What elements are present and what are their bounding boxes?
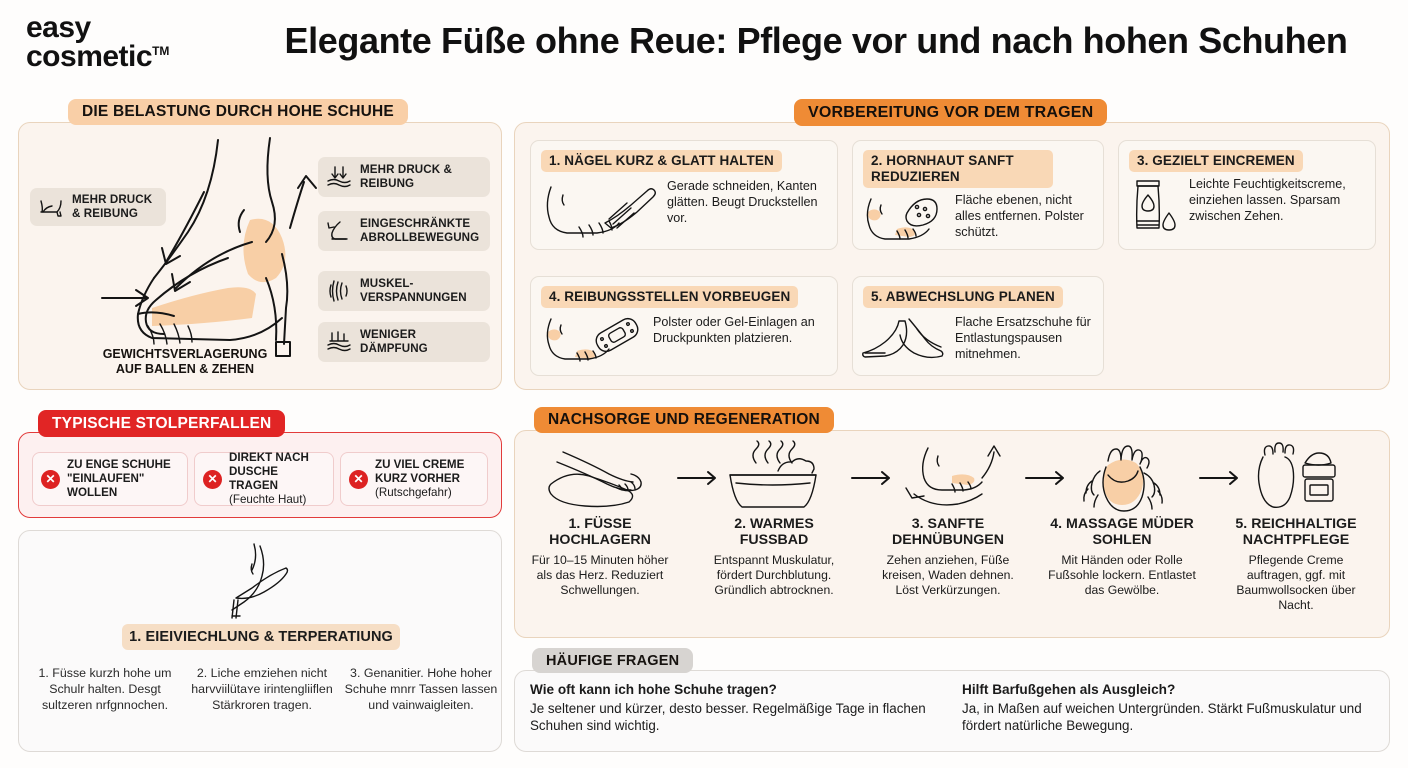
- foot-roll-icon: [327, 221, 348, 240]
- legs-elevated-icon: [548, 451, 642, 508]
- faq-panel-badge: HÄUFIGE FRAGEN: [532, 648, 694, 673]
- cream-tube-icon: [1135, 180, 1176, 231]
- aftercare-step-5-title: 5. REICHHALTIGE NACHTPFLEGE: [1235, 516, 1357, 549]
- chip-pressure-friction: MEHR DRUCK &REIBUNG: [318, 157, 490, 197]
- aftercare-step-5-desc: Pflegende Creme auftragen, ggf. mit Baum…: [1236, 552, 1356, 613]
- foot-cream-jar-icon: [1257, 442, 1336, 508]
- foot-bath-icon: [729, 440, 817, 508]
- flow-arrow-2-icon: [851, 471, 890, 485]
- weight-shift-line-1: GEWICHTSVERLAGERUNG: [102, 347, 268, 361]
- flow-arrow-4-icon: [1199, 471, 1238, 485]
- x-circle-icon: ✕: [41, 469, 60, 489]
- prep-card-1-title: 1. NÄGEL KURZ & GLATT HALTEN: [541, 150, 782, 173]
- x-circle-icon: ✕: [203, 469, 222, 489]
- prep-card-5-title: 5. ABWECHSLUNG PLANEN: [863, 286, 1063, 309]
- preparation-panel-badge: VORBEREITUNG VOR DEM TRAGEN: [794, 99, 1108, 126]
- chip-r1-label: MEHR DRUCK &REIBUNG: [360, 163, 453, 190]
- pressure-arrow-icon: [327, 166, 351, 188]
- pitfall-item-3: ✕ ZU VIEL CREME KURZ VORHER(Rutschgefahr…: [340, 452, 488, 506]
- prep-card-4-text: Polster oder Gel-Einlagen an Druckpunkte…: [653, 315, 815, 345]
- page-title: Elegante Füße ohne Reue: Pflege vor und …: [284, 20, 1348, 61]
- cushion-icon: [327, 331, 351, 352]
- aftercare-step-3: 3. SANFTE DEHNÜBUNGEN Zehen anziehen, Fü…: [872, 440, 1024, 598]
- aftercare-panel-badge: NACHSORGE UND REGENERATION: [534, 407, 834, 433]
- pitfall-item-2: ✕ DIREKT NACH DUSCHE TRAGEN(Feuchte Haut…: [194, 451, 334, 506]
- flow-arrow-3-icon: [1025, 471, 1064, 485]
- page-header: easy cosmeticTM Elegante Füße ohne Reue:…: [0, 0, 1408, 92]
- prep-card-5-text: Flache Ersatzschuhe für Entlastungspause…: [955, 315, 1091, 361]
- misc-column-2: 2. Liche emziehen nicht harvviilütaʏe ir…: [191, 666, 333, 712]
- aftercare-step-5: 5. REICHHALTIGE NACHTPFLEGE Pflegende Cr…: [1220, 440, 1372, 614]
- aftercare-step-3-title: 3. SANFTE DEHNÜBUNGEN: [892, 516, 1004, 549]
- prep-card-4: 4. REIBUNGSSTELLEN VORBEUGEN Polster ode…: [530, 276, 838, 376]
- misc-column-1: 1. Füsse kurzh hohe um Schulr halten. De…: [38, 666, 172, 712]
- pitfalls-panel-badge: TYPISCHE STOLPERFALLEN: [38, 410, 286, 437]
- brand-line-1: easy: [26, 11, 91, 44]
- x-circle-icon: ✕: [349, 469, 368, 489]
- weight-shift-caption: GEWICHTSVERLAGERUNG AUF BALLEN & ZEHEN: [50, 347, 320, 377]
- stress-panel-badge: DIE BELASTUNG DURCH HOHE SCHUHE: [68, 99, 408, 125]
- flow-arrow-1-icon: [677, 471, 716, 485]
- prep-card-2-title: 2. HORNHAUT SANFT REDUZIEREN: [863, 150, 1053, 189]
- prep-card-4-title: 4. REIBUNGSSTELLEN VORBEUGEN: [541, 286, 799, 309]
- foot-nail-file-icon: [546, 186, 656, 238]
- weight-shift-line-2: AUF BALLEN & ZEHEN: [115, 361, 255, 376]
- brand-trademark: TM: [152, 43, 170, 58]
- aftercare-step-3-desc: Zehen anziehen, Füße kreisen, Waden dehn…: [882, 552, 1014, 598]
- aftercare-step-2-title: 2. WARMES FUSSBAD: [734, 516, 814, 549]
- chip-pressure-friction-left: MEHR DRUCK& REIBUNG: [30, 188, 166, 226]
- aftercare-step-1-title: 1. FÜSSE HOCHLAGERN: [549, 516, 651, 549]
- faq-item-2-answer: Ja, in Maßen auf weichen Untergründen. S…: [962, 701, 1362, 734]
- prep-card-3-text: Leichte Feuchtigkeitscreme, einziehen la…: [1189, 177, 1346, 223]
- faq-panel: [514, 670, 1390, 752]
- misc-column-3: 3. Genanitier. Hohe hoher Schuhe mnrr Ta…: [344, 666, 498, 712]
- brand-line-2: cosmetic: [26, 39, 153, 73]
- pitfall-item-2-label: DIREKT NACH DUSCHE TRAGEN(Feuchte Haut): [229, 451, 309, 506]
- foot-massage-hands-icon: [1083, 445, 1163, 512]
- aftercare-step-2-desc: Entspannt Muskulatur, fördert Durchblutu…: [713, 552, 835, 598]
- prep-card-2: 2. HORNHAUT SANFT REDUZIEREN Fläche eben…: [852, 140, 1104, 250]
- prep-card-3-title: 3. GEZIELT EINCREMEN: [1129, 150, 1303, 173]
- faq-item-1: Wie oft kann ich hohe Schuhe tragen? Je …: [530, 682, 950, 735]
- aftercare-step-4-desc: Mit Händen oder Rolle Fußsohle lockern. …: [1048, 552, 1196, 598]
- aftercare-panel: [514, 430, 1390, 638]
- faq-item-2-question: Hilft Barfußgehen als Ausgleich?: [962, 682, 1176, 697]
- faq-item-1-question: Wie oft kann ich hohe Schuhe tragen?: [530, 682, 777, 697]
- muscle-icon: [329, 280, 348, 302]
- pitfall-item-1: ✕ ZU ENGE SCHUHE "EINLAUFEN" WOLLEN: [32, 452, 188, 506]
- chip-muscle-tension: MUSKEL-VERSPANNUNGEN: [318, 271, 490, 311]
- foot-stretch-icon: [905, 445, 1001, 506]
- foot-plaster-icon: [546, 317, 639, 362]
- prep-card-3: 3. GEZIELT EINCREMEN Leichte Feuchtigkei…: [1118, 140, 1376, 250]
- aftercare-step-4-title: 4. MASSAGE MÜDER SOHLEN: [1050, 516, 1194, 549]
- aftercare-step-1: 1. FÜSSE HOCHLAGERN Für 10–15 Minuten hö…: [524, 440, 676, 598]
- aftercare-step-2: 2. WARMES FUSSBAD Entspannt Muskulatur, …: [698, 440, 850, 598]
- chip-left-label: MEHR DRUCK& REIBUNG: [72, 193, 153, 220]
- aftercare-step-4: 4. MASSAGE MÜDER SOHLEN Mit Händen oder …: [1046, 440, 1198, 598]
- pitfall-item-1-label: ZU ENGE SCHUHE "EINLAUFEN" WOLLEN: [67, 458, 171, 499]
- faq-item-1-answer: Je seltener und kürzer, desto besser. Re…: [530, 701, 926, 734]
- brand-logo: easy cosmeticTM: [26, 11, 170, 73]
- flat-shoes-icon: [862, 318, 944, 359]
- high-heel-foot-illustration: [101, 137, 317, 357]
- prep-card-1: 1. NÄGEL KURZ & GLATT HALTEN Gerade schn…: [530, 140, 838, 250]
- prep-card-1-text: Gerade schneiden, Kanten glätten. Beugt …: [667, 179, 818, 225]
- foot-pumice-icon: [866, 198, 938, 240]
- misc-panel-title: 1. EIEIVIECHLUNG & TERPERATIUNG: [122, 624, 400, 650]
- faq-item-2: Hilft Barfußgehen als Ausgleich? Ja, in …: [962, 682, 1382, 735]
- pitfall-item-3-label: ZU VIEL CREME KURZ VORHER(Rutschgefahr): [375, 458, 465, 499]
- chip-r3-label: MUSKEL-VERSPANNUNGEN: [360, 277, 467, 304]
- prep-card-2-text: Fläche ebenen, nicht alles entfernen. Po…: [955, 193, 1084, 239]
- prep-card-5: 5. ABWECHSLUNG PLANEN Flache Ersatzschuh…: [852, 276, 1104, 376]
- high-heel-icon: [40, 200, 62, 217]
- high-heel-outline-icon: [231, 543, 289, 619]
- aftercare-step-1-desc: Für 10–15 Minuten höher als das Herz. Re…: [531, 552, 669, 598]
